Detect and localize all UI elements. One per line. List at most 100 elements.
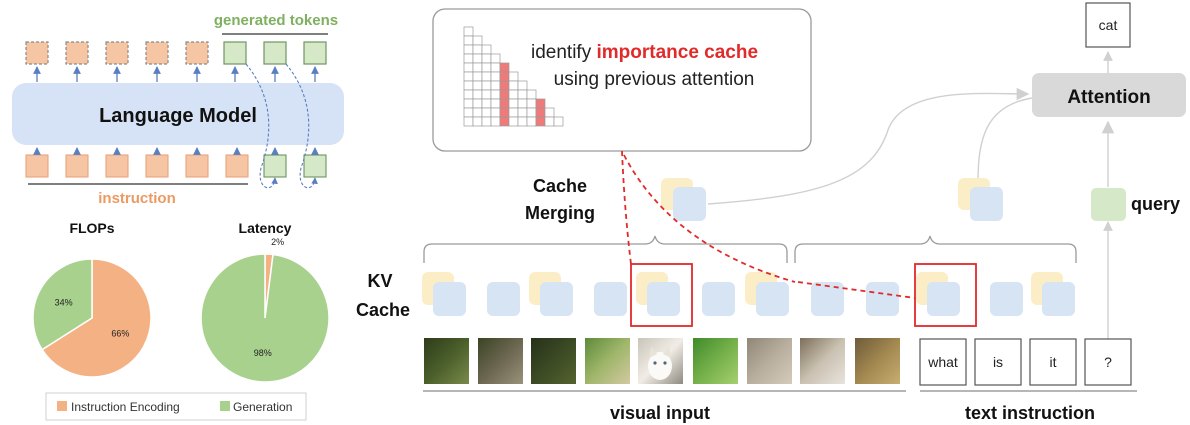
- merged-value-cache-1: [673, 187, 706, 221]
- attention-grid-cell: [472, 62, 483, 73]
- attention-grid-cell: [508, 107, 519, 118]
- attention-grid-cell: [517, 116, 528, 127]
- attention-grid-cell: [463, 71, 474, 82]
- kv-group-bracket-right: [794, 235, 1077, 263]
- attention-grid-cell: [472, 35, 483, 46]
- attention-grid-cell: [463, 26, 474, 37]
- importance-link-line-3: [797, 281, 916, 299]
- attention-label: Attention: [1067, 87, 1150, 108]
- attention-grid-cell: [481, 44, 492, 55]
- cat-eye-icon: [653, 361, 657, 365]
- text-token-label: it: [1050, 354, 1057, 370]
- generated-token-box: [303, 41, 327, 65]
- attention-grid-cell: [463, 107, 474, 118]
- pie-slice-label: 2%: [271, 237, 284, 247]
- instruction-label: instruction: [98, 190, 176, 207]
- value-cache-block: [811, 282, 844, 316]
- cache-merging-label-line1: Cache: [533, 176, 587, 196]
- pie-slice-label: 66%: [111, 329, 129, 339]
- thumb-dark-green: [424, 338, 469, 384]
- attention-grid-cell: [508, 80, 519, 91]
- importance-line1-plain: identify: [531, 42, 596, 63]
- text-token-label: is: [993, 354, 1003, 370]
- pie-charts: 66%34%2%98%: [32, 237, 330, 383]
- importance-line2: using previous attention: [554, 69, 755, 90]
- kv-cache-label-line2: Cache: [356, 300, 410, 320]
- pie-slice-instruction-encoding: [41, 258, 152, 378]
- attention-grid-cell: [481, 89, 492, 100]
- pie-title-flops: FLOPs: [69, 220, 114, 236]
- text-token-label: ?: [1104, 354, 1112, 370]
- instruction-token-box: [185, 154, 209, 178]
- attention-grid-cell: [472, 116, 483, 127]
- kv-group-bracket-left: [423, 235, 788, 263]
- thumb-cat-legs: [800, 338, 845, 384]
- attention-grid-cell: [544, 107, 555, 118]
- thumb-green-light: [585, 338, 630, 384]
- attention-grid-cell: [499, 107, 510, 118]
- attention-grid-cell: [472, 80, 483, 91]
- generated-token-box: [223, 41, 247, 65]
- attention-grid-cell: [490, 107, 501, 118]
- output-token-box: [1085, 2, 1131, 48]
- attention-grid-cell: [472, 44, 483, 55]
- attention-grid-cell: [490, 98, 501, 109]
- value-cache-block: [594, 282, 627, 316]
- pie-slice-generation: [32, 258, 93, 351]
- autoregressive-loop-arrows: [245, 63, 318, 189]
- attention-grid-cell: [526, 98, 537, 109]
- cat-face-icon: [648, 352, 672, 380]
- instruction-token-box: [65, 154, 89, 178]
- merged-value-cache-2: [970, 187, 1003, 221]
- text-token-label: what: [927, 354, 958, 370]
- text-token-box: [1029, 338, 1077, 386]
- fed-back-token-box: [303, 154, 327, 178]
- importance-link-line-1: [621, 150, 632, 265]
- value-cache-block: [756, 282, 789, 316]
- important-cache-frame-1: [630, 263, 693, 327]
- cat-ears-icon: [649, 346, 671, 358]
- attention-grid-cell: [499, 89, 510, 100]
- attention-grid-cell: [490, 89, 501, 100]
- output-token-placeholder: [145, 41, 169, 65]
- merged2-to-attention-arrow: [977, 97, 1033, 183]
- attention-grid-cell: [490, 116, 501, 127]
- attention-grid-cell: [508, 89, 519, 100]
- text-token-box: [919, 338, 967, 386]
- legend-label-instruction-encoding: Instruction Encoding: [71, 400, 180, 414]
- importance-line1-highlight: importance cache: [596, 42, 758, 63]
- attention-box: [1032, 73, 1186, 117]
- attention-grid-cell: [490, 71, 501, 82]
- pie-slice-label: 98%: [254, 348, 272, 358]
- important-cache-frame-2: [914, 263, 977, 327]
- visual-input-thumbnails: [424, 338, 900, 384]
- attention-grid-cell: [463, 89, 474, 100]
- value-cache-block: [866, 282, 899, 316]
- legend-label-generation: Generation: [233, 400, 292, 414]
- attention-grid-cell: [472, 107, 483, 118]
- attention-grid-cell: [463, 44, 474, 55]
- attention-grid-cell: [553, 116, 564, 127]
- attention-grid-cell: [481, 80, 492, 91]
- attention-grid-cell: [463, 62, 474, 73]
- attention-grid-cell: [526, 89, 537, 100]
- attention-grid-cell: [490, 80, 501, 91]
- importance-link-line-2: [623, 154, 796, 283]
- attention-grid-cell: [490, 53, 501, 64]
- attention-grid-cell: [535, 107, 546, 118]
- attention-grid-cell: [535, 116, 546, 127]
- importance-line1: identify importance cache: [531, 42, 758, 63]
- input-token-row: [25, 147, 327, 178]
- value-cache-block: [540, 282, 573, 316]
- attention-grid-cell: [481, 62, 492, 73]
- attention-grid-cell: [463, 53, 474, 64]
- instruction-token-box: [25, 154, 49, 178]
- thumb-ground: [855, 338, 900, 384]
- cat-eye-icon: [663, 361, 667, 365]
- value-cache-block: [702, 282, 735, 316]
- fed-back-token-box: [263, 154, 287, 178]
- attention-grid-cell: [472, 89, 483, 100]
- attention-grid-cell: [472, 53, 483, 64]
